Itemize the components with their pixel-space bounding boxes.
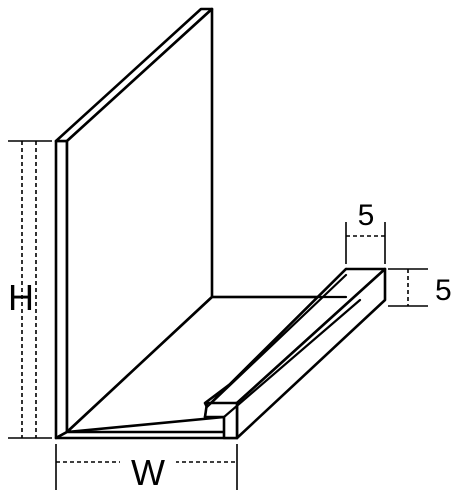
- base-front-edge: [54, 430, 239, 440]
- width-dimension: [55, 444, 238, 490]
- width-label-bg: [120, 448, 176, 492]
- lip-height-label: 5: [435, 274, 452, 307]
- lip-height-dimension: [388, 268, 428, 307]
- lip-inner-ridge-line: [222, 298, 362, 419]
- lip-width-label: 5: [358, 199, 375, 232]
- lip-width-dimension: [345, 222, 386, 264]
- height-label: H: [8, 277, 34, 318]
- wall-front-edge: [54, 139, 69, 440]
- height-dimension: [8, 140, 52, 439]
- width-label: W: [131, 452, 165, 493]
